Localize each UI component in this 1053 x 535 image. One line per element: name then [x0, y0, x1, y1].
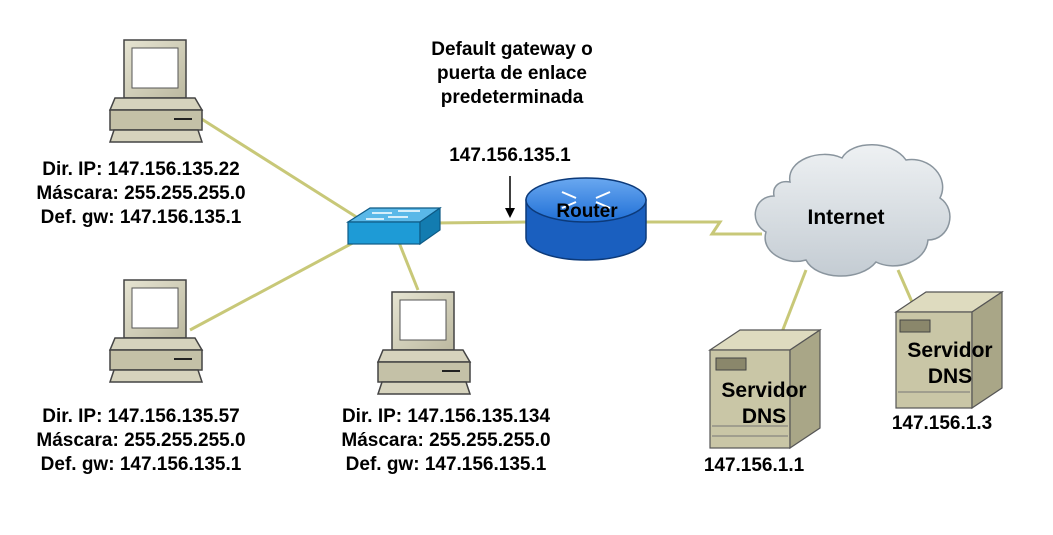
host-2-mask: Máscara: 255.255.255.0: [36, 430, 246, 451]
link-internet-dns1: [780, 269, 808, 333]
gateway-title: Default gateway o puerta de enlace prede…: [404, 38, 620, 110]
gateway-title-line-1: Default gateway o: [431, 39, 593, 60]
router-ip-label: 147.156.135.1: [449, 145, 571, 166]
link-pc1-switch: [199, 116, 359, 220]
link-pc2-switch: [189, 236, 363, 332]
dns-server-2-label: Servidor DNS: [890, 338, 1010, 390]
host-3-gw: Def. gw: 147.156.135.1: [345, 454, 547, 475]
dns-server-2-line-1: Servidor: [907, 339, 993, 362]
internet-cloud-icon: Internet: [754, 144, 951, 277]
router-label: Router: [556, 201, 618, 222]
host-2-info: Dir. IP: 147.156.135.57 Máscara: 255.255…: [6, 405, 276, 477]
gateway-title-line-2: puerta de enlace: [437, 63, 587, 84]
switch-icon: [345, 206, 442, 246]
network-links: [189, 116, 914, 333]
host-3-ip: Dir. IP: 147.156.135.134: [341, 406, 551, 427]
dns-server-2-line-2: DNS: [927, 365, 973, 388]
pc-icon-1: [108, 39, 204, 143]
gateway-arrow-icon: [505, 176, 515, 218]
internet-label: Internet: [807, 206, 884, 229]
host-3-mask: Máscara: 255.255.255.0: [341, 430, 551, 451]
host-1-gw: Def. gw: 147.156.135.1: [40, 207, 242, 228]
link-switch-router: [431, 220, 529, 225]
dns-server-2-ip: 147.156.1.3: [891, 413, 993, 434]
host-1-mask: Máscara: 255.255.255.0: [36, 183, 246, 204]
router-icon: Router: [525, 177, 647, 261]
pc-icon-2: [108, 279, 204, 383]
pc-icon-3: [376, 291, 472, 395]
dns-server-icon-1: [708, 328, 822, 450]
link-internet-dns2: [896, 269, 914, 303]
dns-server-1-line-1: Servidor: [721, 379, 807, 402]
host-2-gw: Def. gw: 147.156.135.1: [40, 454, 242, 475]
gateway-title-line-3: predeterminada: [440, 87, 584, 108]
dns-server-1-ip: 147.156.1.1: [703, 455, 805, 476]
host-1-info: Dir. IP: 147.156.135.22 Máscara: 255.255…: [6, 158, 276, 230]
dns-server-1-line-2: DNS: [741, 405, 787, 428]
host-2-ip: Dir. IP: 147.156.135.57: [42, 406, 240, 427]
link-router-internet: [646, 220, 762, 236]
host-3-info: Dir. IP: 147.156.135.134 Máscara: 255.25…: [306, 405, 586, 477]
dns-server-icon-2: [894, 290, 1004, 410]
host-1-ip: Dir. IP: 147.156.135.22: [42, 159, 240, 180]
link-pc3-switch: [396, 239, 420, 291]
dns-server-1-label: Servidor DNS: [704, 378, 824, 430]
